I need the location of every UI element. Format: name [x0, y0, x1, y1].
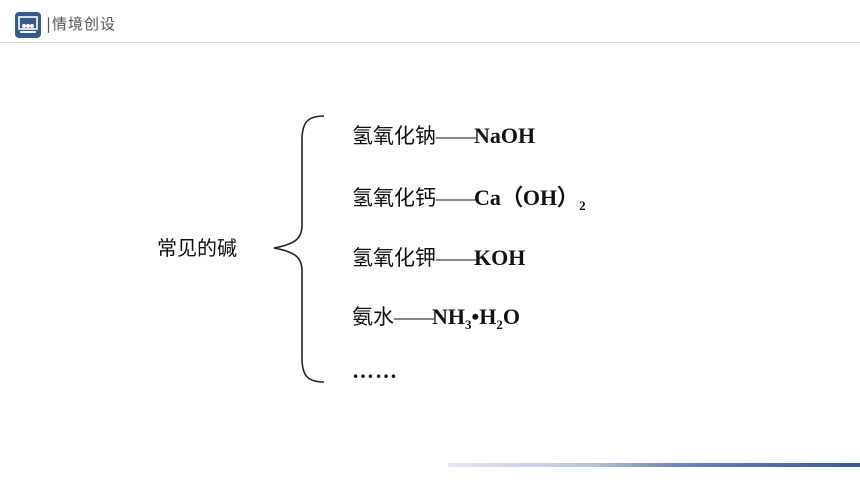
chemical-formula: NH3•H2O: [432, 304, 520, 332]
list-item: 氢氧化钾——KOH: [352, 242, 525, 272]
formula-subscript: 2: [496, 317, 503, 332]
chemical-formula: NaOH: [474, 123, 536, 148]
formula-part: •H: [471, 304, 497, 329]
chemical-formula: KOH: [474, 245, 526, 270]
dash: ——: [436, 124, 476, 148]
ellipsis: ……: [352, 358, 398, 383]
compound-name: 氢氧化钾: [352, 246, 436, 270]
header-bar: |情境创设: [0, 0, 860, 44]
formula-subscript: 2: [579, 198, 586, 213]
dash: ——: [436, 186, 476, 210]
compound-name: 氢氧化钠: [352, 124, 436, 148]
compound-name: 氢氧化钙: [352, 186, 436, 210]
compound-name: 氨水: [352, 305, 394, 329]
list-item: 氨水——NH3•H2O: [352, 301, 520, 333]
section-title: |情境创设: [46, 15, 117, 33]
topic-label: 常见的碱: [157, 236, 237, 260]
chemical-formula: Ca（OH）2: [474, 185, 586, 213]
curly-brace: [273, 115, 325, 383]
presentation-board-icon: [15, 12, 41, 38]
formula-part: O: [502, 304, 520, 329]
list-item: 氢氧化钠——NaOH: [352, 120, 535, 150]
dash: ——: [394, 305, 434, 329]
list-item: 氢氧化钙——Ca（OH）2: [352, 180, 586, 214]
header-divider: [0, 42, 860, 43]
dash: ——: [436, 246, 476, 270]
formula-part: NH: [432, 304, 465, 329]
footer-accent-bar: [448, 463, 860, 467]
formula-main: Ca（OH）: [474, 185, 580, 210]
formula-subscript: 3: [465, 317, 472, 332]
